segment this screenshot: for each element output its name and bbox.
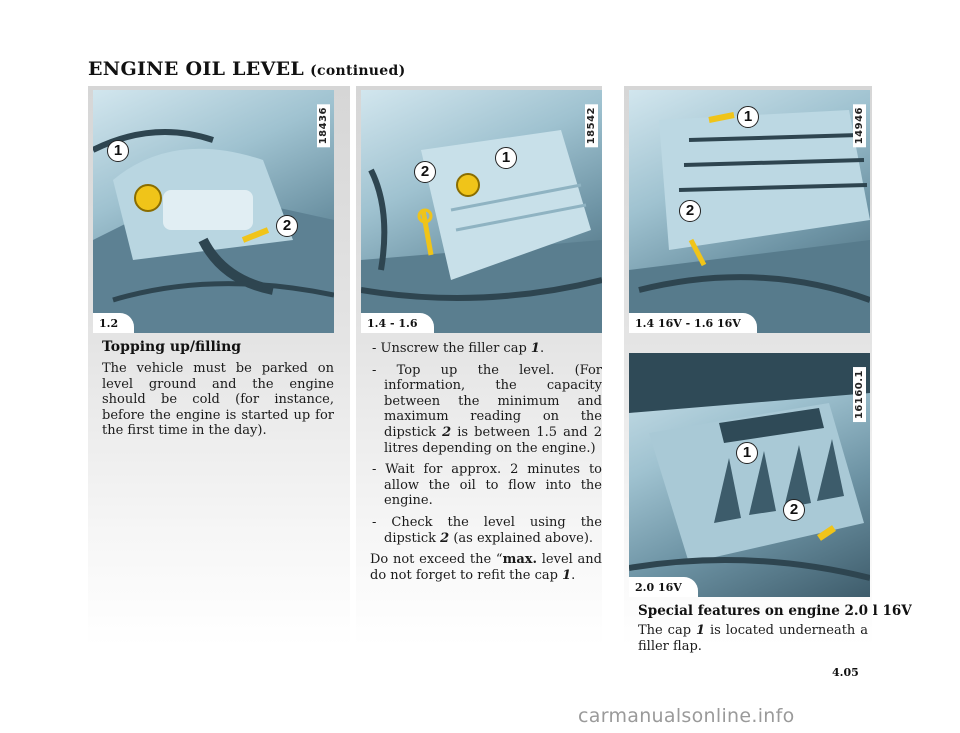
figure-code: 18436 bbox=[317, 104, 330, 148]
topping-up-paragraph: The vehicle must be parked on level grou… bbox=[102, 361, 334, 445]
step-wait: - Wait for approx. 2 minutes to allow th… bbox=[372, 462, 602, 509]
callout-2: 2 bbox=[276, 215, 298, 237]
engine-photo-2-0-16v: 1 2 16160.1 2.0 16V bbox=[629, 353, 870, 597]
variant-label: 1.4 16V - 1.6 16V bbox=[629, 313, 757, 333]
variant-label: 2.0 16V bbox=[629, 577, 698, 597]
page-title-continued: (continued) bbox=[310, 63, 406, 79]
section-heading-special-features: Special features on engine 2.0 l 16V bbox=[638, 603, 912, 619]
callout-2: 2 bbox=[783, 499, 805, 521]
step-unscrew-cap: - Unscrew the filler cap 1. bbox=[372, 341, 545, 356]
engine-illustration bbox=[361, 130, 602, 333]
paragraph: The cap 1 is located underneath a filler… bbox=[638, 623, 868, 654]
callout-1: 1 bbox=[736, 442, 758, 464]
figure-code: 18542 bbox=[585, 104, 598, 148]
engine-illustration bbox=[629, 110, 870, 333]
engine-photo-1-4-1-6: 2 1 18542 1.4 - 1.6 bbox=[361, 90, 602, 333]
page-number: 4.05 bbox=[832, 666, 859, 679]
callout-2: 2 bbox=[679, 200, 701, 222]
engine-illustration bbox=[629, 353, 870, 581]
section-heading-topping-up: Topping up/filling bbox=[102, 339, 242, 355]
callout-1: 1 bbox=[495, 147, 517, 169]
engine-illustration bbox=[93, 129, 334, 333]
page-title: ENGINE OIL LEVEL (continued) bbox=[88, 58, 406, 80]
callout-1: 1 bbox=[107, 140, 129, 162]
engine-photo-16v: 1 2 14946 1.4 16V - 1.6 16V bbox=[629, 90, 870, 333]
max-level-note: Do not exceed the “max. level and do not… bbox=[370, 552, 602, 583]
procedure-steps: - Unscrew the filler cap 1. - Top up the… bbox=[370, 341, 602, 589]
figure-code: 16160.1 bbox=[853, 367, 866, 423]
step-top-up: - Top up the level. (For information, th… bbox=[372, 362, 602, 456]
step-check-level: - Check the level using the dipstick 2 (… bbox=[372, 514, 602, 546]
watermark: carmanualsonline.info bbox=[578, 705, 795, 727]
special-features-paragraph: The cap 1 is located underneath a filler… bbox=[638, 623, 868, 660]
figure-code: 14946 bbox=[853, 104, 866, 148]
engine-photo-1-2: 1 2 18436 1.2 bbox=[93, 90, 334, 333]
variant-label: 1.4 - 1.6 bbox=[361, 313, 434, 333]
paragraph: The vehicle must be parked on level grou… bbox=[102, 361, 334, 439]
callout-1: 1 bbox=[737, 106, 759, 128]
page-title-main: ENGINE OIL LEVEL bbox=[88, 58, 305, 80]
variant-label: 1.2 bbox=[93, 313, 135, 333]
callout-2: 2 bbox=[414, 161, 436, 183]
